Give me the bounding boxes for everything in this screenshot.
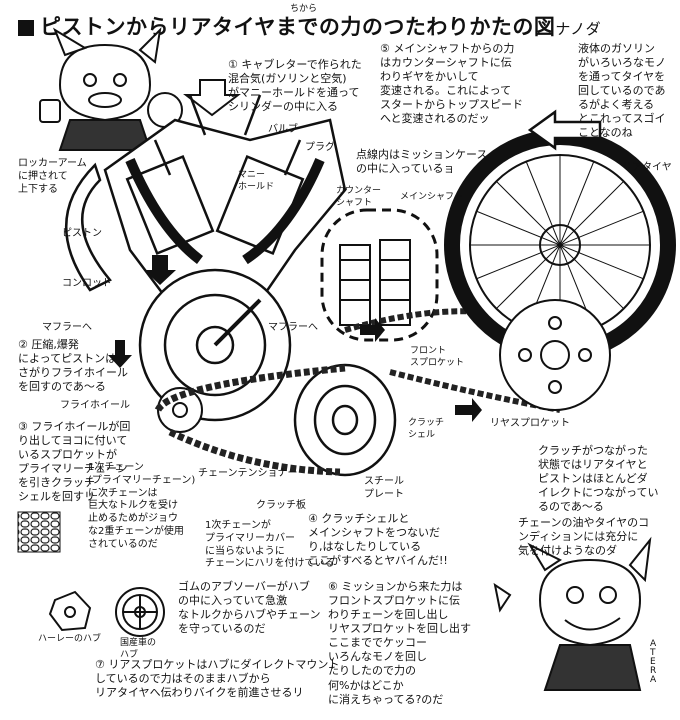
label-counter-shaft: カウンター シャフト [336, 186, 382, 208]
label-muffler-left: マフラーへ [42, 322, 92, 333]
label-plug: プラグ [305, 142, 335, 153]
note-7-rear-sprocket: ⑦ リアスプロケットはハブにダイレクトマウント しているので力はそのままハブから… [95, 658, 340, 700]
note-primary-chain: 1次チェーン (プライマリーチェーン) に次チェーンは 巨大なトルクを受け 止め… [88, 462, 196, 550]
character-bottom-right [493, 536, 652, 691]
label-japanese-hub: 国産車の ハブ [120, 638, 157, 660]
rear-sprocket [499, 299, 611, 411]
note-4-clutch: ④ クラッチシェルと メインシャフトをつないだ り,はなしたりしている ここがす… [308, 512, 448, 568]
label-front-sprocket: フロント スプロケット [410, 346, 465, 368]
note-liquid-fuel: 液体のガソリン がいろいろなモノ を通ってタイヤを 回しているのであ るがよく考… [578, 42, 666, 140]
label-clutch-shell: クラッチ シェル [408, 418, 445, 440]
label-rocker-arm: ロッカーアーム に押されて 上下する [18, 158, 87, 195]
note-2-compression: ② 圧縮,爆発 によってピストンは さがりフライホイール を回すのであ〜る [18, 338, 128, 394]
label-muffler-right: マフラーへ [268, 322, 318, 333]
note-5-mainshaft: ⑤ メインシャフトからの力 はカウンターシャフトに伝 わりギヤをかいして 変速さ… [380, 42, 523, 126]
label-piston: ピストン [62, 228, 102, 239]
primary-chain [154, 364, 346, 476]
label-main-shaft: メインシャフト [400, 192, 464, 202]
label-flywheel: フライホイール [60, 400, 130, 411]
note-1-carburetor: ① キャブレターで作られた 混合気(ガソリンと空気) がマニーホールドを通って … [228, 58, 362, 114]
title-bullet [18, 20, 34, 36]
title-text: ピストンからリアタイヤまでの力のつたわりかたの図 [40, 15, 556, 39]
label-manifold: マニー ホールド [238, 170, 275, 192]
label-valve: バルブ [268, 124, 298, 135]
label-rear-tire: リアタイヤ [622, 162, 672, 173]
note-chain-condition: チェーンの油やタイヤのコ ンディションには充分に 気を付けようなのダ [518, 516, 650, 558]
signature: ATERA [650, 639, 657, 685]
note-3-flywheel: ③ フライホイールが回 り出してヨコに付いて いるスプロケットが プライマリーチ… [18, 420, 131, 504]
harley-hub [48, 590, 92, 632]
transmission-gears [339, 239, 411, 326]
label-conrod: コンロッド [62, 278, 112, 289]
label-steel-plate: スチール プレート [364, 476, 404, 500]
label-rear-sprocket: リヤスプロケット [490, 418, 570, 429]
label-chain-tensioner: チェーンテンショナー [198, 468, 298, 479]
japanese-hub [115, 587, 165, 637]
label-clutch-plate: クラッチ板 [256, 500, 306, 511]
label-harley-hub: ハーレーのハブ [38, 634, 102, 644]
note-6-sprocket: ⑥ ミッションから来た力は フロントスプロケットに伝 わりチェーンを回し出し リ… [328, 580, 471, 706]
note-dotted-line: 点線内はミッションケース の中に入っているョ [356, 148, 488, 176]
clutch-shell [293, 363, 397, 477]
title-ruby: ちから [290, 4, 318, 14]
title-suffix: ナノダ [555, 20, 602, 38]
note-clutch-connected: クラッチがつながった 状態ではリアタイヤと ピストンはほとんどダ イレクトにつな… [538, 444, 659, 514]
note-chain-guide: 1次チェーンが プライマリーカバー に当らないように チェーンにハリを付けている [205, 520, 335, 570]
page-title: ピストンからリアタイヤまでの力のつたわりかたの図ナノダ [18, 14, 601, 41]
note-rubber-absorber: ゴムのアブソーバーがハブ の中に入っていて急激 なトルクからハブやチェーン を守… [178, 580, 321, 636]
character-top-left [39, 27, 183, 151]
rear-tire [444, 129, 676, 361]
